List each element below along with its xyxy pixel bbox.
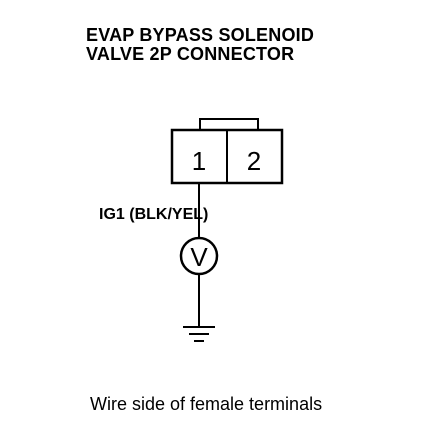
diagram-title: EVAP BYPASS SOLENOID VALVE 2P CONNECTOR bbox=[86, 26, 314, 64]
terminal-2-label: 2 bbox=[247, 146, 261, 176]
ground-icon bbox=[183, 326, 215, 342]
title-line-1: EVAP BYPASS SOLENOID bbox=[86, 25, 315, 45]
footer-caption: Wire side of female terminals bbox=[90, 394, 323, 414]
title-line-2: VALVE 2P CONNECTOR bbox=[86, 44, 295, 64]
wire-label: IG1 (BLK/YEL) bbox=[99, 206, 209, 223]
voltmeter-symbol: V bbox=[190, 242, 208, 272]
terminal-1-label: 1 bbox=[192, 146, 206, 176]
connector-lock-tab bbox=[199, 118, 259, 131]
